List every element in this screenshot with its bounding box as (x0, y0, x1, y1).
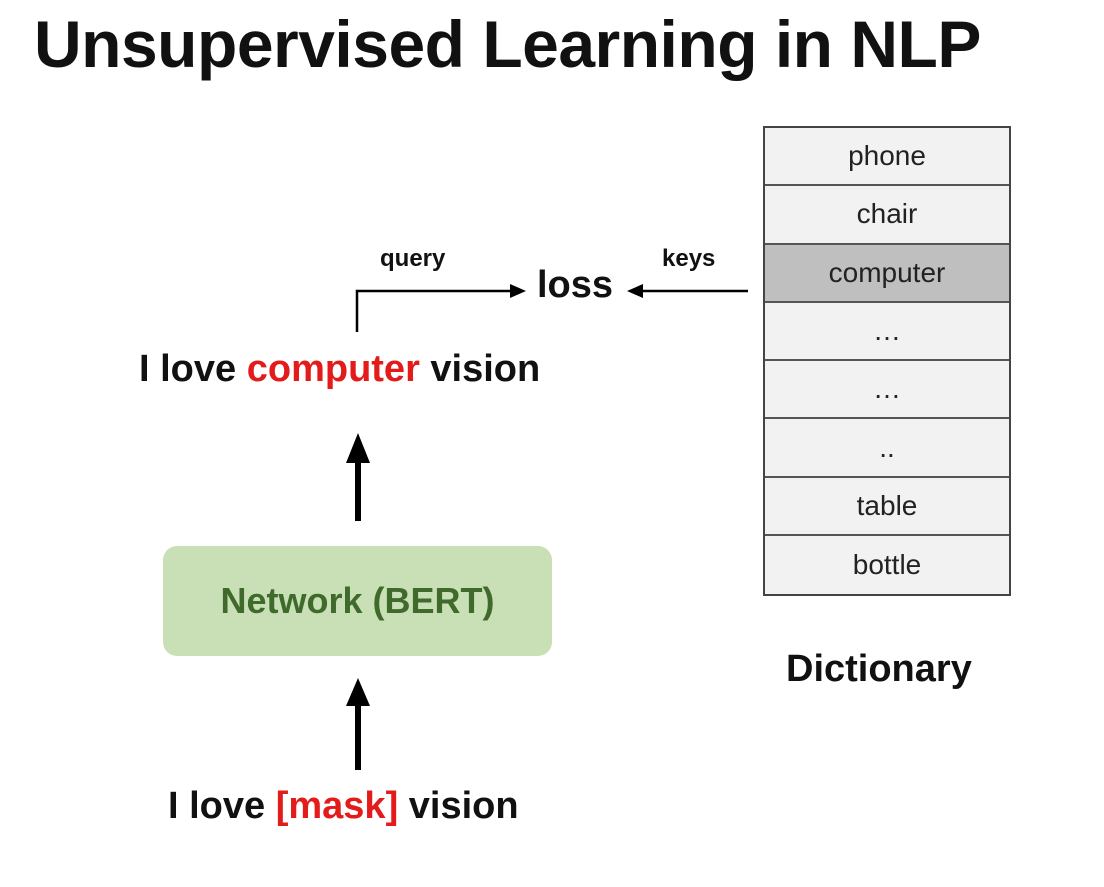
keys-label: keys (662, 245, 716, 272)
network-label: Network (BERT) (220, 580, 495, 621)
input-sentence-prefix: I love (168, 785, 276, 827)
dictionary-row: .. (765, 419, 1009, 478)
loss-label: loss (537, 264, 614, 306)
keys-arrow (627, 284, 748, 298)
dictionary-row: phone (765, 128, 1009, 187)
output-sentence-prefix: I love (139, 348, 247, 390)
network-bert-box: Network (BERT) (163, 546, 552, 656)
dictionary-row: computer (765, 244, 1009, 303)
slide-title: Unsupervised Learning in NLP (34, 7, 981, 81)
dictionary-row: … (765, 361, 1009, 420)
dictionary-row: chair (765, 186, 1009, 245)
dictionary-row: … (765, 302, 1009, 362)
arrow-input-to-network (346, 678, 370, 770)
arrow-network-to-output (346, 433, 370, 521)
output-sentence: I love computer vision (139, 348, 540, 391)
input-sentence-mask-token: [mask] (275, 785, 399, 827)
input-sentence: I love [mask] vision (168, 785, 519, 828)
dictionary-caption: Dictionary (786, 648, 972, 690)
dictionary-row: bottle (765, 536, 1009, 595)
output-sentence-suffix: vision (419, 348, 541, 390)
dictionary-row: table (765, 477, 1009, 537)
output-sentence-predicted-word: computer (246, 348, 420, 390)
query-label: query (380, 245, 446, 272)
input-sentence-suffix: vision (398, 785, 519, 827)
query-arrow (355, 284, 526, 332)
